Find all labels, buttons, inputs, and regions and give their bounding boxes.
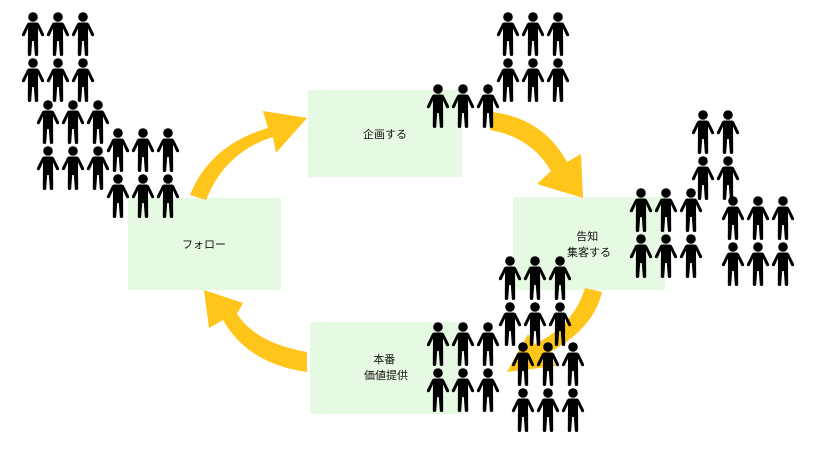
node-plan-line-1: 企画する (363, 127, 407, 141)
person-icon (106, 128, 130, 172)
person-icon (511, 388, 535, 432)
node-follow-box (128, 198, 281, 290)
person-icon (771, 196, 795, 240)
node-follow: フォロー (128, 198, 281, 290)
person-icon (21, 58, 45, 102)
node-deliver-line-1: 本番 (373, 352, 395, 366)
person-icon (61, 100, 85, 144)
arrow-follow-to-plan (190, 111, 307, 200)
node-plan-label: 企画する (363, 127, 407, 141)
arrow-announce-to-deliver (507, 288, 602, 372)
person-icon (36, 100, 60, 144)
person-icon (679, 234, 703, 278)
person-icon (46, 12, 70, 56)
person-icon (716, 156, 740, 200)
person-icon (771, 242, 795, 286)
person-icon (86, 146, 110, 190)
node-announce-line-2: 集客する (567, 245, 611, 259)
node-deliver-label: 本番 価値提供 (364, 352, 408, 382)
arrow-deliver-to-follow (204, 290, 307, 372)
person-icon (156, 128, 180, 172)
person-icon (521, 58, 545, 102)
person-icon (46, 58, 70, 102)
person-icon (546, 58, 570, 102)
person-icon (691, 110, 715, 154)
person-icon (496, 58, 520, 102)
person-icon (36, 146, 60, 190)
person-icon (21, 12, 45, 56)
node-announce-line-1: 告知 (576, 229, 598, 243)
person-icon (561, 388, 585, 432)
person-icon (496, 12, 520, 56)
person-icon (546, 12, 570, 56)
person-icon (71, 58, 95, 102)
person-icon (86, 100, 110, 144)
person-icon (61, 146, 85, 190)
person-icon (476, 368, 500, 412)
person-icon (498, 302, 522, 346)
person-icon (721, 242, 745, 286)
person-icon (476, 322, 500, 366)
person-icon (106, 174, 130, 218)
person-icon (746, 242, 770, 286)
node-follow-line-1: フォロー (182, 238, 226, 251)
node-deliver-line-2: 価値提供 (364, 368, 408, 382)
person-icon (561, 342, 585, 386)
person-icon (521, 12, 545, 56)
person-icon (716, 110, 740, 154)
person-icon (536, 388, 560, 432)
person-icon (71, 12, 95, 56)
arrow-plan-to-announce (490, 112, 583, 198)
person-icon (131, 128, 155, 172)
person-icon (721, 196, 745, 240)
node-announce-label: 告知 集客する (567, 229, 611, 259)
person-icon (746, 196, 770, 240)
node-follow-label: フォロー (182, 238, 226, 251)
